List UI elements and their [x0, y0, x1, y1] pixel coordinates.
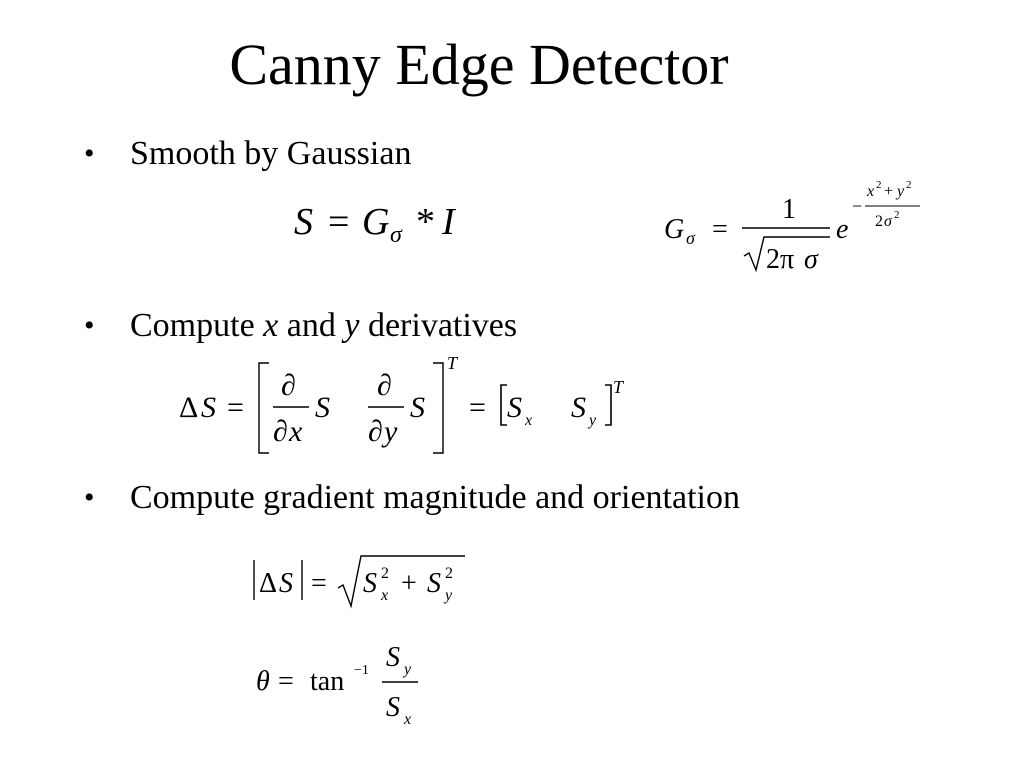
equation-gradient-magnitude: Δ S = S 2 x + S 2 y	[253, 555, 465, 609]
eq-symbol: y	[895, 183, 905, 200]
eq-symbol: S	[315, 391, 330, 424]
eq-subscript: y	[587, 412, 597, 429]
bullet-marker: •	[84, 137, 95, 170]
eq-symbol: tan	[310, 666, 344, 697]
eq-symbol: S	[201, 391, 216, 424]
bullet-marker: •	[84, 481, 95, 514]
eq-symbol: x	[866, 183, 874, 200]
equation-gaussian-kernel: G σ = 1 2π σ e − x 2 + y 2 2 σ 2	[664, 179, 920, 275]
equation-orientation: θ = tan −1 S y S x	[256, 642, 418, 728]
eq-symbol: =	[469, 391, 486, 424]
eq-superscript: −1	[354, 663, 369, 678]
eq-subscript: σ	[686, 228, 696, 248]
eq-superscript: 2	[906, 179, 912, 191]
eq-symbol: =	[712, 214, 728, 245]
sqrt-sign	[337, 555, 465, 609]
eq-symbol: x	[288, 415, 303, 448]
eq-symbol: G	[664, 214, 684, 245]
eq-symbol: S	[279, 568, 293, 599]
eq-symbol: S	[507, 391, 522, 424]
eq-symbol: σ	[804, 244, 819, 275]
eq-symbol: S	[386, 642, 400, 673]
eq-symbol: Δ	[259, 568, 277, 599]
eq-superscript: 2	[894, 209, 900, 221]
eq-superscript: 2	[381, 565, 389, 582]
eq-symbol: 2	[875, 213, 883, 230]
eq-symbol: ∂	[273, 415, 288, 448]
eq-symbol: =	[278, 666, 294, 697]
eq-symbol: σ	[884, 213, 893, 230]
eq-subscript: x	[380, 587, 388, 604]
eq-symbol: =	[311, 568, 327, 599]
eq-symbol: =	[227, 391, 244, 424]
eq-superscript: T	[613, 377, 625, 397]
eq-symbol: S	[427, 568, 441, 599]
bullet-smooth-by-gaussian: Smooth by Gaussian	[130, 135, 412, 172]
bullet-text-part: derivatives	[359, 307, 518, 344]
eq-superscript: 2	[876, 179, 882, 191]
equation-smoothing: S = G σ * I	[294, 201, 457, 248]
eq-symbol: ∂	[377, 369, 392, 402]
right-bracket	[605, 384, 612, 426]
bullet-compute-derivatives: Compute x and y derivatives	[130, 306, 517, 346]
eq-subscript: σ	[390, 222, 403, 248]
bullet-text-part: and	[278, 307, 345, 344]
eq-symbol: ∂	[281, 369, 296, 402]
slide-title: Canny Edge Detector	[229, 32, 729, 97]
eq-superscript: 2	[445, 565, 453, 582]
left-bracket	[500, 384, 507, 426]
eq-symbol: +	[401, 568, 417, 599]
eq-symbol: 1	[782, 194, 796, 225]
eq-subscript: x	[403, 711, 411, 728]
eq-symbol: S	[363, 568, 377, 599]
eq-superscript: T	[447, 353, 459, 373]
eq-symbol: θ	[256, 666, 270, 697]
eq-subscript: x	[524, 412, 532, 429]
eq-symbol: =	[328, 201, 349, 243]
bullet-var-x: x	[263, 307, 279, 344]
eq-symbol: S	[386, 692, 400, 723]
sqrt-sign	[743, 236, 830, 273]
eq-symbol: I	[441, 201, 457, 243]
eq-symbol: +	[884, 183, 893, 200]
equation-derivatives: Δ S = ∂ ∂ x S ∂ ∂ y S T = S x S y T	[179, 353, 625, 454]
eq-subscript: y	[443, 587, 453, 604]
bullet-text-part: Compute	[130, 307, 264, 344]
bullet-var-y: y	[344, 307, 360, 344]
eq-symbol: S	[571, 391, 586, 424]
eq-symbol: G	[362, 201, 389, 243]
eq-subscript: y	[402, 661, 412, 678]
eq-symbol: y	[381, 415, 398, 448]
bullet-compute-gradient: Compute gradient magnitude and orientati…	[130, 479, 740, 516]
left-bracket	[258, 362, 269, 454]
eq-symbol: Δ	[179, 391, 198, 424]
eq-symbol: S	[410, 391, 425, 424]
eq-symbol: e	[836, 214, 848, 245]
eq-symbol: ∂	[368, 415, 383, 448]
right-bracket	[433, 362, 444, 454]
eq-symbol: 2π	[766, 244, 794, 275]
eq-symbol: S	[294, 201, 313, 243]
eq-symbol: −	[852, 196, 862, 216]
bullet-marker: •	[84, 309, 95, 342]
eq-symbol: *	[416, 201, 435, 243]
